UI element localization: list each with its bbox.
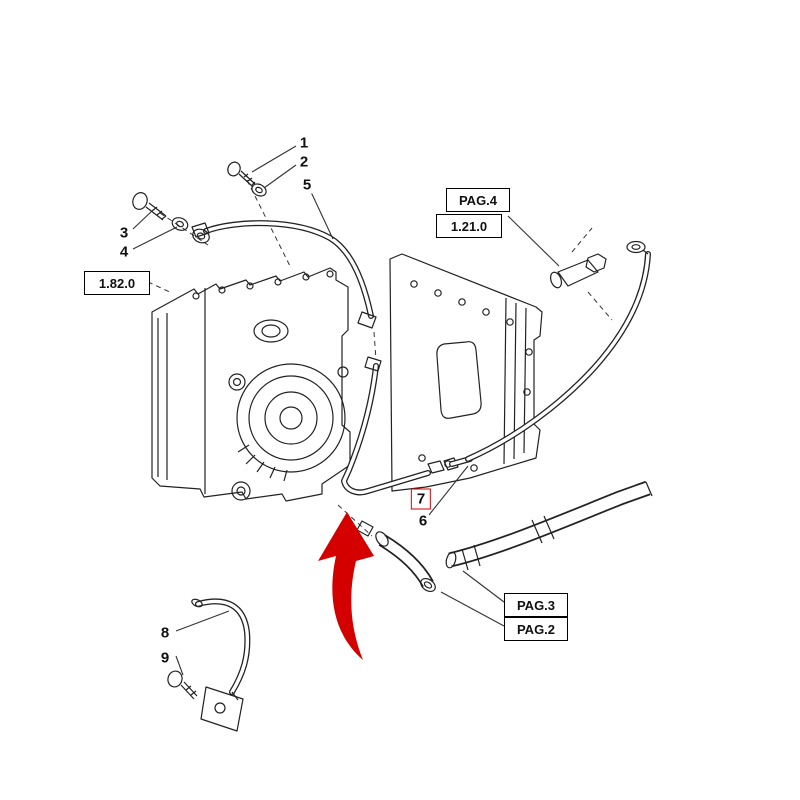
- callout-5: 5: [300, 176, 314, 194]
- callout-4: 4: [117, 243, 131, 261]
- callout-2: 2: [297, 153, 311, 171]
- washer-2: [251, 183, 267, 197]
- callout-7-highlighted: 7: [410, 488, 432, 510]
- pipe-5: [191, 220, 377, 329]
- assembly-axes: [147, 179, 613, 537]
- ref-box-1-82-0[interactable]: 1.82.0: [84, 271, 150, 295]
- callout-3: 3: [117, 224, 131, 242]
- pipe-8-and-bracket: [191, 598, 251, 732]
- callout-8: 8: [158, 624, 172, 642]
- callout-9: 9: [158, 649, 172, 667]
- right-pipe: [465, 240, 651, 462]
- ref-box-pag3[interactable]: PAG.3: [504, 593, 568, 617]
- elbow-hose: [356, 520, 436, 593]
- right-housing: [389, 253, 543, 492]
- bolt-9: [167, 670, 198, 700]
- red-arrow: [318, 512, 374, 660]
- bolt-3: [132, 192, 167, 221]
- washers-4: [171, 217, 210, 244]
- pipe-6-7: [341, 356, 473, 496]
- ref-box-pag2[interactable]: PAG.2: [504, 617, 568, 641]
- callout-1: 1: [297, 134, 311, 152]
- leader-lines: [132, 145, 560, 676]
- callout-6: 6: [416, 512, 430, 530]
- left-housing: [151, 267, 351, 502]
- bolt-1: [227, 161, 256, 188]
- top-pipe-fitting: [626, 240, 649, 255]
- ref-box-pag4[interactable]: PAG.4: [446, 188, 510, 212]
- ref-box-1-21-0[interactable]: 1.21.0: [436, 214, 502, 238]
- hose-bottom-right: [445, 480, 653, 571]
- union-fitting: [549, 253, 607, 289]
